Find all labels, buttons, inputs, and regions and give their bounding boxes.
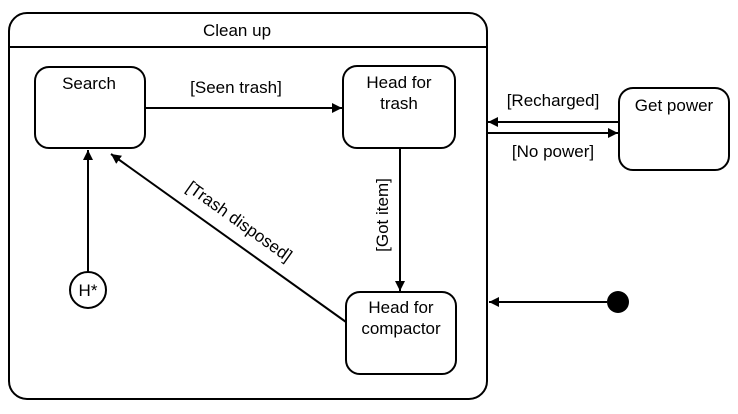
transition-got-item-label: [Got item] bbox=[373, 178, 392, 252]
transition-trash-disposed-label: [Trash disposed] bbox=[183, 177, 296, 265]
history-pseudostate: H* bbox=[69, 271, 107, 309]
transition-no-power-label: [No power] bbox=[512, 142, 594, 161]
composite-state-clean-up: Clean up bbox=[8, 12, 488, 400]
composite-state-title: Clean up bbox=[203, 21, 271, 40]
state-get-power-label: Get power bbox=[635, 96, 714, 115]
state-head-for-trash-label-line2: trash bbox=[380, 94, 418, 113]
initial-state-dot bbox=[607, 291, 629, 313]
transition-seen-trash-label: [Seen trash] bbox=[190, 78, 282, 97]
state-head-for-compactor-box bbox=[345, 291, 457, 375]
state-search-label: Search bbox=[62, 74, 116, 93]
state-head-for-compactor: Head for compactor bbox=[345, 291, 457, 375]
state-head-for-compactor-label-line2: compactor bbox=[361, 319, 441, 338]
transition-trash-disposed-arrow bbox=[110, 153, 347, 323]
state-head-for-trash-label-line1: Head for bbox=[366, 73, 432, 92]
composite-state-frame bbox=[8, 12, 488, 400]
transition-recharged-label: [Recharged] bbox=[507, 91, 600, 110]
state-head-for-trash: Head for trash bbox=[342, 65, 456, 149]
state-head-for-compactor-label-line1: Head for bbox=[368, 298, 434, 317]
state-search: Search bbox=[34, 66, 146, 149]
state-get-power: Get power bbox=[618, 87, 730, 171]
state-get-power-box bbox=[618, 87, 730, 171]
history-label: H* bbox=[79, 281, 98, 300]
